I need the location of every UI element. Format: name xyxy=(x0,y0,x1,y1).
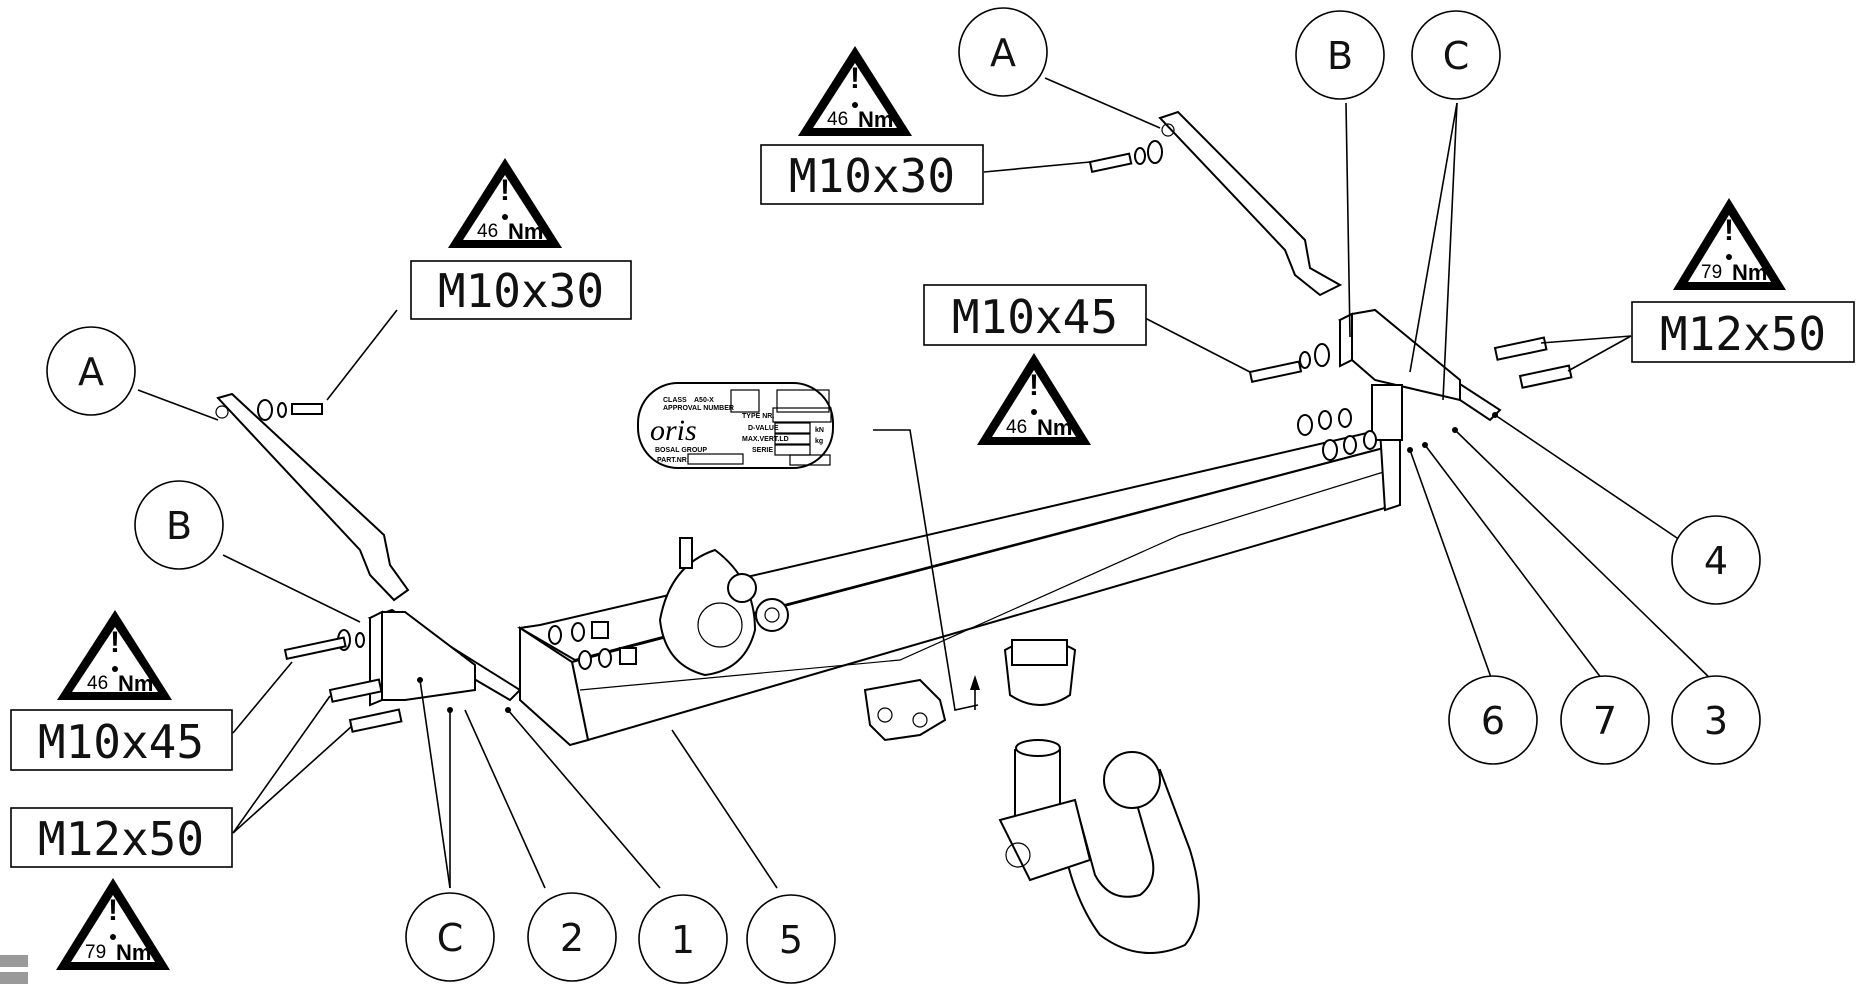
spec-m12x50-left: M12x50 xyxy=(10,807,233,868)
svg-text:1: 1 xyxy=(671,918,695,962)
svg-text:4: 4 xyxy=(1704,539,1728,583)
plate-d-unit: kN xyxy=(815,427,824,434)
svg-text:7: 7 xyxy=(1593,699,1617,743)
svg-text:M12x50: M12x50 xyxy=(38,812,204,866)
spec-m10x30-right: M10x30 xyxy=(760,144,984,205)
towball-neck xyxy=(998,739,1200,954)
hitch-mount xyxy=(863,639,1077,742)
svg-text:A: A xyxy=(78,350,104,394)
plate-group: BOSAL GROUP xyxy=(655,447,707,454)
callout-c-left: C xyxy=(405,892,495,982)
svg-text:6: 6 xyxy=(1481,699,1505,743)
svg-text:5: 5 xyxy=(779,918,803,962)
torque-warning-6: ! 79 Nm xyxy=(56,878,170,970)
identification-plate: CLASS A50-X APPROVAL NUMBER TYPE NR. D-V… xyxy=(637,382,980,711)
callout-b-left: B xyxy=(134,480,224,570)
plate-class-label: CLASS xyxy=(663,397,687,404)
plate-serie-label: SERIE xyxy=(752,447,773,454)
svg-text:79: 79 xyxy=(1701,262,1722,283)
left-side-bracket xyxy=(215,392,522,707)
plate-max-unit: kg xyxy=(815,438,823,445)
svg-text:B: B xyxy=(1327,34,1353,78)
right-fasteners xyxy=(1088,140,1573,461)
plate-type-nr-label: TYPE NR. xyxy=(742,413,774,420)
torque-warning-1: ! 46 Nm xyxy=(448,158,562,248)
main-crossbar xyxy=(517,428,1401,747)
plate-part-nr-label: PART.NR. xyxy=(657,457,689,464)
callout-1: 1 xyxy=(638,894,728,984)
plate-brand-logo: oris xyxy=(650,414,697,447)
svg-text:Nm: Nm xyxy=(118,671,153,696)
callout-3: 3 xyxy=(1671,675,1761,765)
callout-c-right: C xyxy=(1411,10,1501,100)
exclamation-icon: ! xyxy=(1029,369,1039,402)
torque-warning-2: ! 46 Nm xyxy=(798,46,912,136)
svg-text:2: 2 xyxy=(560,916,584,960)
svg-text:M10x45: M10x45 xyxy=(952,290,1118,344)
exclamation-icon: ! xyxy=(850,62,860,95)
left-fasteners xyxy=(257,399,511,733)
svg-text:46: 46 xyxy=(477,221,498,242)
callout-4: 4 xyxy=(1671,515,1761,605)
svg-text:M10x30: M10x30 xyxy=(789,149,955,203)
svg-text:46: 46 xyxy=(827,109,848,130)
leader-lines xyxy=(137,77,1716,889)
plate-approval-label: APPROVAL NUMBER xyxy=(663,405,734,412)
svg-text:M10x45: M10x45 xyxy=(38,715,204,769)
spec-m12x50-right: M12x50 xyxy=(1631,301,1855,363)
svg-text:M12x50: M12x50 xyxy=(1660,307,1826,361)
plate-d-value-label: D-VALUE xyxy=(748,425,779,432)
svg-text:M10x30: M10x30 xyxy=(438,264,604,318)
svg-text:C: C xyxy=(1443,34,1470,78)
svg-text:79: 79 xyxy=(85,942,106,963)
spec-m10x45-right: M10x45 xyxy=(923,284,1147,346)
plate-max-vert-label: MAX.VERT.LD xyxy=(742,436,789,443)
right-side-bracket xyxy=(1158,110,1502,441)
svg-text:Nm: Nm xyxy=(508,219,543,244)
middle-fasteners xyxy=(548,621,637,670)
svg-text:A: A xyxy=(990,31,1016,75)
spec-m10x30-left: M10x30 xyxy=(410,260,632,320)
corner-mark xyxy=(0,955,28,984)
svg-text:C: C xyxy=(437,916,464,960)
callout-a-right: A xyxy=(958,7,1048,97)
exclamation-icon: ! xyxy=(110,626,120,659)
svg-text:Nm: Nm xyxy=(116,940,151,965)
exclamation-icon: ! xyxy=(500,174,510,207)
svg-text:46: 46 xyxy=(87,673,108,694)
svg-text:Nm: Nm xyxy=(1732,260,1767,285)
callout-a-left: A xyxy=(46,326,136,416)
svg-text:B: B xyxy=(166,504,192,548)
svg-text:46: 46 xyxy=(1006,417,1027,438)
callout-5: 5 xyxy=(746,894,836,984)
torque-warning-5: ! 79 Nm xyxy=(1673,198,1786,290)
svg-text:Nm: Nm xyxy=(858,107,893,132)
callout-b-right: B xyxy=(1295,10,1385,100)
exclamation-icon: ! xyxy=(108,894,118,927)
torque-warning-3: ! 46 Nm xyxy=(977,353,1091,445)
spec-m10x45-left: M10x45 xyxy=(10,709,233,771)
callout-7: 7 xyxy=(1560,675,1650,765)
socket-plate xyxy=(658,537,789,677)
callout-6: 6 xyxy=(1448,675,1538,765)
callout-2: 2 xyxy=(527,892,617,982)
plate-class-value: A50-X xyxy=(694,397,714,404)
svg-text:3: 3 xyxy=(1704,699,1728,743)
torque-warning-4: ! 46 Nm xyxy=(57,610,172,700)
svg-text:Nm: Nm xyxy=(1037,415,1072,440)
exclamation-icon: ! xyxy=(1724,214,1734,247)
